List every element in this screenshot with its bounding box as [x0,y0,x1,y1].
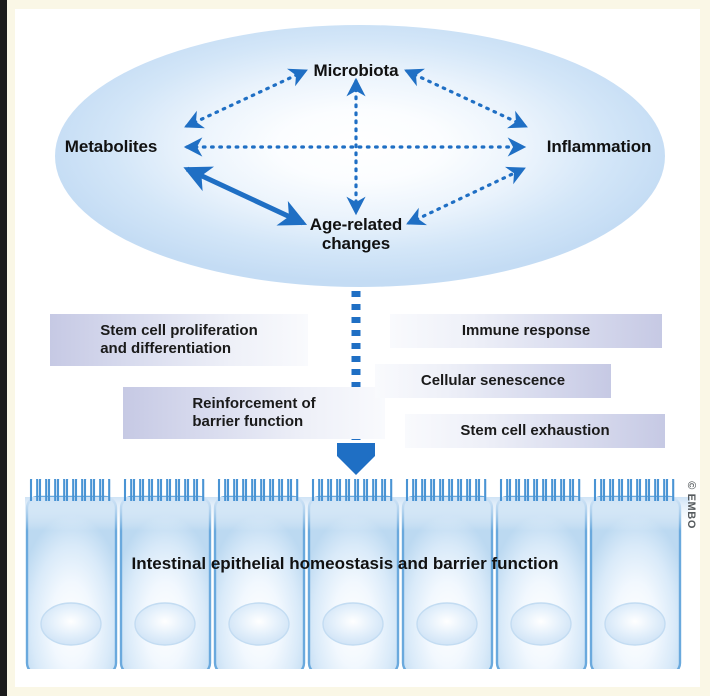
cell-nucleus [228,602,290,646]
intestinal-epithelium-diagram [25,479,690,669]
node-label-microbiota: Microbiota [313,61,399,80]
cell-nucleus [134,602,196,646]
frame-right-border [700,0,710,696]
cell-nucleus [40,602,102,646]
frame-top-border [0,0,710,9]
figure-canvas: Microbiota Inflammation Age-related chan… [15,9,700,687]
epithelial-cell [25,495,118,669]
outcome-box-cellular-senescence: Cellular senescence [375,364,611,398]
epithelial-cell-group [25,495,682,669]
outcome-box-reinforcement-barrier: Reinforcement of barrier function [123,387,385,439]
epithelial-cell [213,495,306,669]
cell-nucleus [510,602,572,646]
flow-arrow-down [337,291,375,475]
node-label-age-related-changes: Age-related changes [309,215,403,254]
epithelial-cell [307,495,400,669]
epithelium-caption: Intestinal epithelial homeostasis and ba… [131,554,559,573]
apical-haze [25,497,690,531]
node-label-metabolites: Metabolites [64,137,158,156]
node-label-inflammation: Inflammation [546,137,652,156]
cell-nucleus [416,602,478,646]
outcome-box-stem-cell-exhaustion: Stem cell exhaustion [405,414,665,448]
cell-nucleus [322,602,384,646]
frame-bottom-border [0,687,710,696]
frame-left-dark-bar [0,0,7,696]
cell-nucleus [604,602,666,646]
epithelial-cell [495,495,588,669]
frame-left-border [7,0,15,696]
outcome-box-immune-response: Immune response [390,314,662,348]
embo-copyright: © EMBO [685,481,697,529]
outcome-box-stem-cell-proliferation: Stem cell proliferation and differentiat… [50,314,308,366]
